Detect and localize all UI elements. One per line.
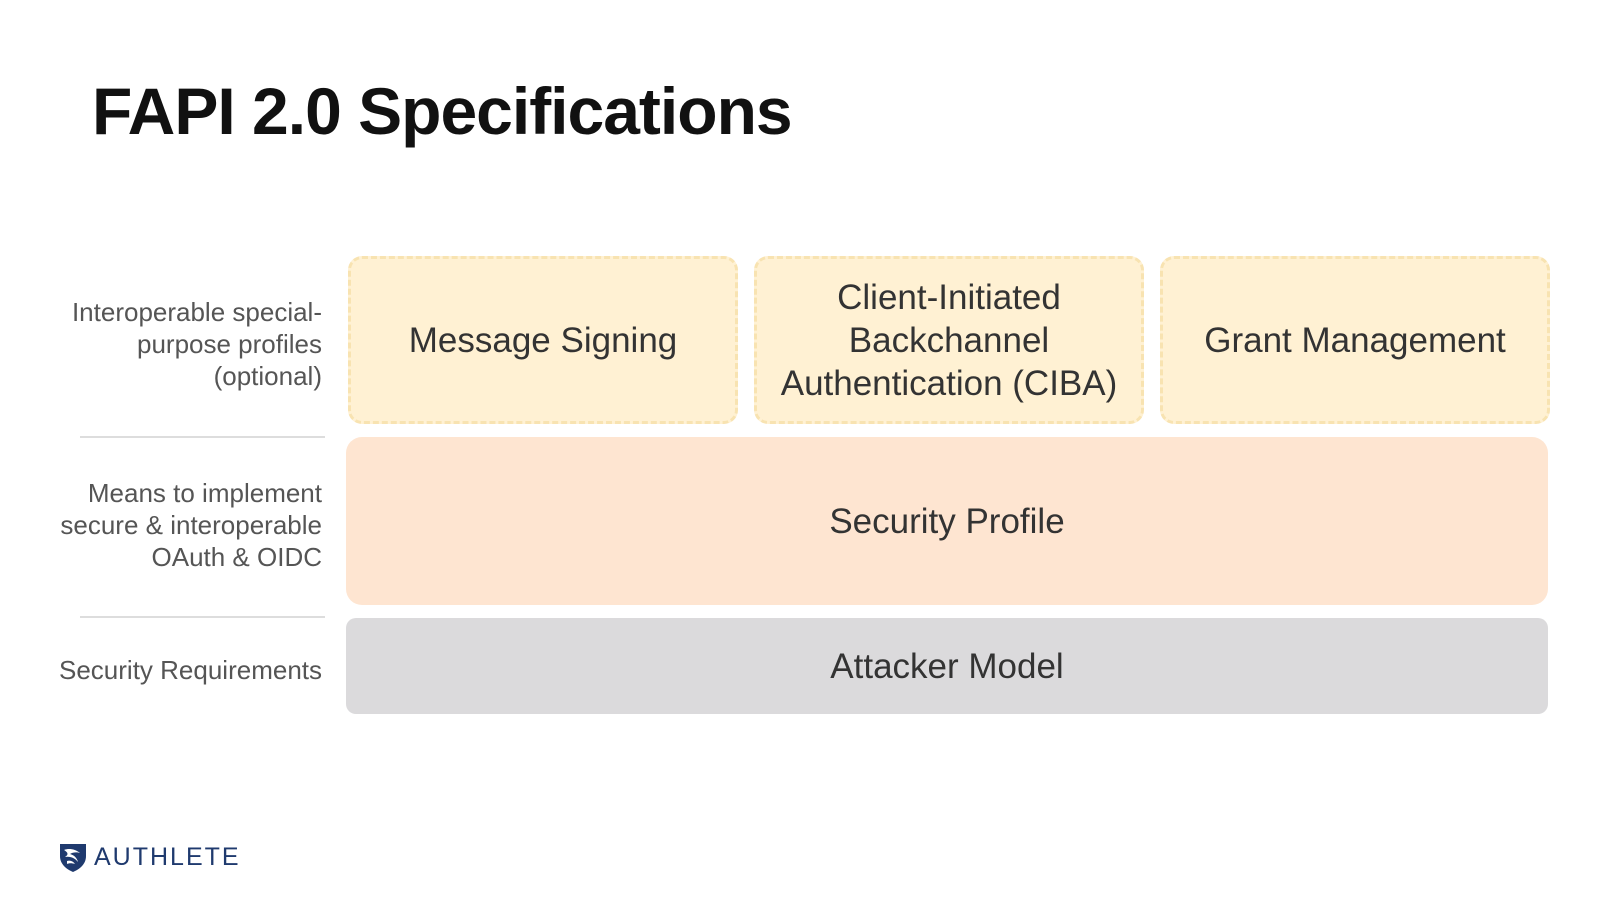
row-label-line: (optional) — [213, 361, 322, 391]
row-label-security-requirements: Security Requirements — [22, 654, 322, 686]
box-label: Attacker Model — [830, 646, 1064, 686]
logo-text: AUTHLETE — [94, 842, 241, 871]
ciba-box: Client-Initiated Backchannel Authenticat… — [754, 256, 1144, 424]
box-label: Authentication (CIBA) — [780, 363, 1118, 403]
row-label-means: Means to implement secure & interoperabl… — [22, 477, 322, 573]
grant-management-box: Grant Management — [1160, 256, 1550, 424]
message-signing-box: Message Signing — [348, 256, 738, 424]
box-label-group: Client-Initiated Backchannel Authenticat… — [781, 276, 1118, 405]
attacker-model-box: Attacker Model — [346, 618, 1548, 714]
row-label-line: secure & interoperable — [60, 510, 322, 540]
box-label: Grant Management — [1204, 320, 1506, 360]
row-divider — [80, 436, 325, 438]
row-label-line: purpose profiles — [137, 329, 322, 359]
slide-title: FAPI 2.0 Specifications — [92, 74, 793, 148]
row-label-line: Means to implement — [87, 478, 322, 508]
authlete-shield-icon — [60, 844, 86, 872]
row-label-line: Interoperable special- — [71, 297, 322, 327]
row-label-line: Security Requirements — [59, 655, 322, 685]
security-profile-box: Security Profile — [346, 437, 1548, 605]
row-label-line: OAuth & OIDC — [151, 542, 323, 572]
row-label-optional-profiles: Interoperable special- purpose profiles … — [22, 296, 322, 392]
authlete-logo: AUTHLETE — [58, 840, 241, 874]
box-label: Client-Initiated — [837, 277, 1061, 317]
row-divider — [80, 616, 325, 618]
box-label: Security Profile — [829, 501, 1065, 541]
box-label: Backchannel — [848, 320, 1050, 360]
box-label: Message Signing — [408, 320, 678, 360]
